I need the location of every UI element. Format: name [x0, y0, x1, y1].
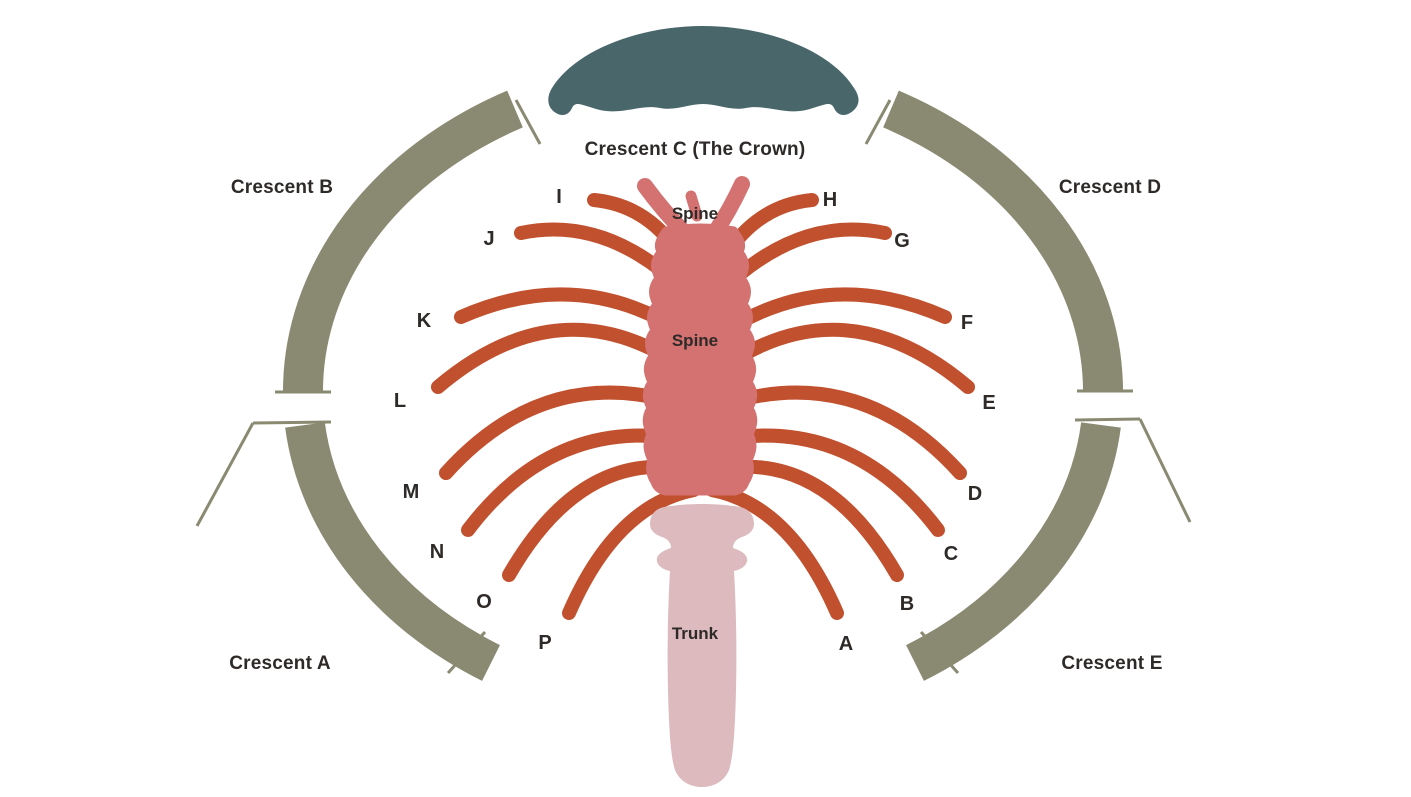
crescent-d-top-cap — [864, 99, 892, 145]
frond-label-c: C — [944, 543, 958, 565]
crescent-b-arc — [282, 90, 523, 393]
trunk-shape — [650, 504, 754, 787]
crescent-e-bottom-cap — [919, 630, 960, 675]
crescents-group — [195, 90, 1192, 681]
crescent-a-top-cap — [252, 420, 332, 425]
frond-label-f: F — [961, 312, 973, 334]
frond-label-o: O — [476, 591, 492, 613]
crescent-a-label: Crescent A — [229, 653, 331, 674]
crescent-e-arc — [906, 422, 1121, 681]
spine-shape — [642, 223, 758, 496]
frond-label-a: A — [839, 633, 853, 655]
crescent-c-label: Crescent C (The Crown) — [585, 139, 806, 160]
crescent-a-bottom-cap — [446, 630, 487, 675]
frond-label-g: G — [894, 230, 910, 252]
trunk-group — [650, 504, 754, 787]
frond-label-n: N — [430, 541, 444, 563]
frond-arc-e — [715, 322, 975, 394]
crescent-a-arc — [285, 422, 500, 681]
spine-group — [637, 176, 758, 496]
crescent-b-label: Crescent B — [231, 177, 333, 198]
spine-arm-right — [706, 176, 750, 242]
crescent-e-label: Crescent E — [1061, 653, 1162, 674]
frond-label-j: J — [483, 228, 494, 250]
frond-label-d: D — [968, 483, 982, 505]
frond-label-m: M — [403, 481, 420, 503]
trunk-label: Trunk — [672, 624, 719, 643]
crescent-a-breakwater-line — [195, 422, 255, 527]
frond-label-b: B — [900, 593, 914, 615]
spine-label-middle: Spine — [672, 331, 718, 350]
crescent-d-arc — [883, 90, 1124, 393]
spine-center-nub — [685, 190, 703, 222]
frond-label-h: H — [823, 189, 837, 211]
frond-label-l: L — [394, 390, 406, 412]
crown-group — [548, 26, 859, 116]
crescent-end-caps — [195, 99, 1192, 675]
crown-silhouette — [548, 26, 859, 116]
spine-label-top: Spine — [672, 204, 718, 223]
frond-label-e: E — [982, 392, 995, 414]
crescent-d-label: Crescent D — [1059, 177, 1161, 198]
crescent-e-top-cap — [1074, 417, 1141, 422]
frond-label-p: P — [538, 632, 551, 654]
spine-arm-left — [637, 178, 694, 242]
frond-label-i: I — [556, 186, 562, 208]
frond-label-k: K — [417, 310, 432, 332]
labels-group: Crescent C (The Crown) Crescent B Cresce… — [229, 139, 1162, 674]
crescent-b-top-cap — [514, 99, 542, 145]
crescent-e-breakwater-line — [1138, 418, 1192, 523]
